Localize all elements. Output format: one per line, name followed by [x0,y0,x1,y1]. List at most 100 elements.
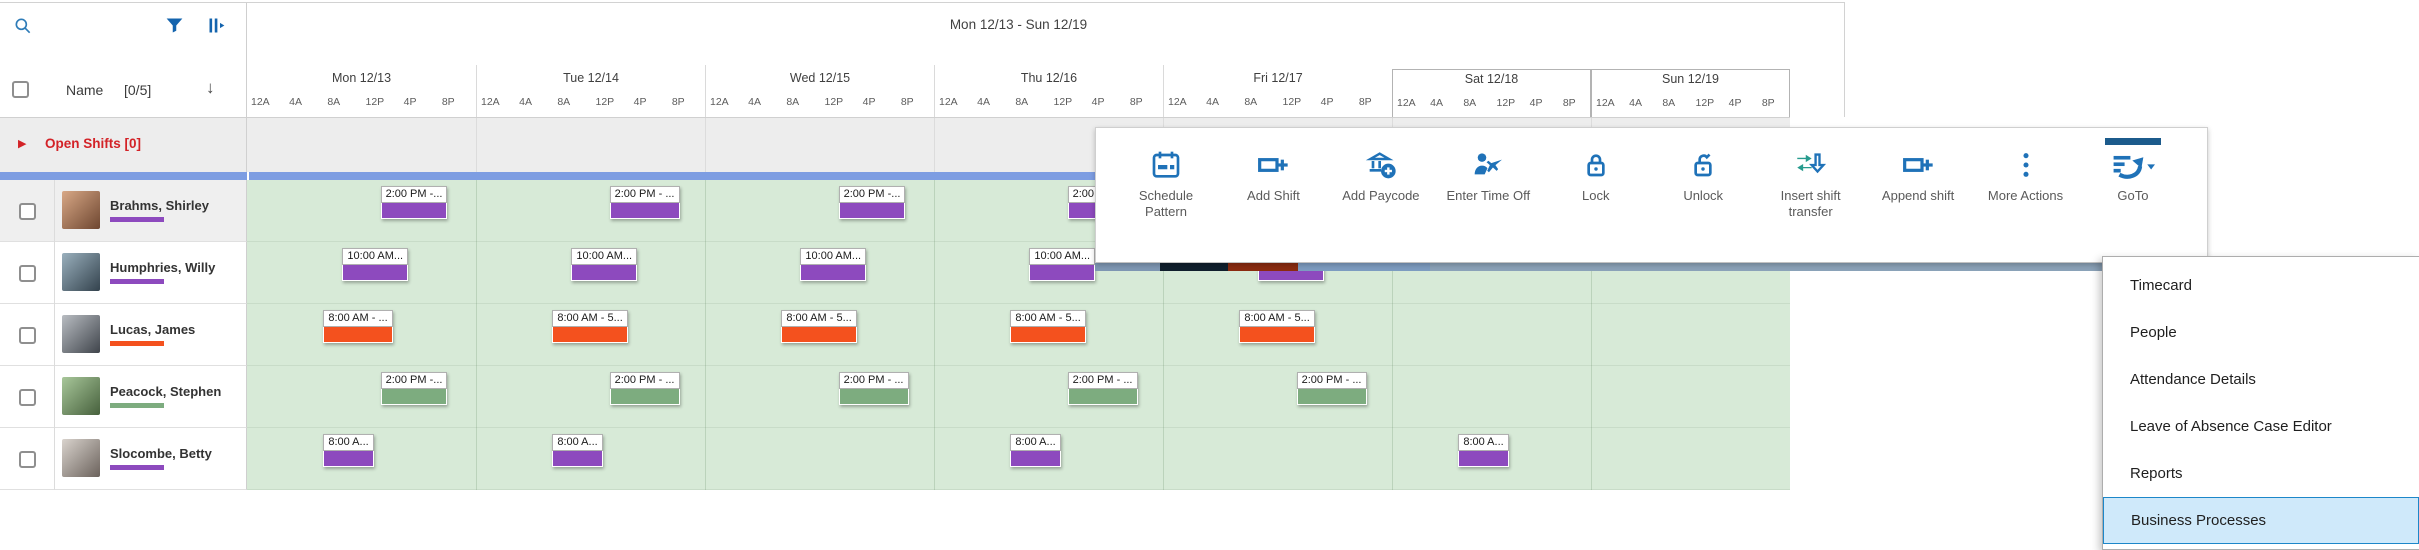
schedule-cell[interactable] [476,304,705,366]
shift-bar [1458,451,1509,467]
shift-block[interactable]: 2:00 PM - ... [1067,372,1138,405]
shift-time-label: 8:00 A... [1010,434,1061,451]
schedule-cell[interactable] [1591,304,1790,366]
schedule-cell[interactable] [1163,304,1392,366]
shift-time-label: 8:00 AM - ... [323,310,393,327]
expand-arrow-icon[interactable]: ▶ [18,138,27,150]
checkbox-cell [0,242,55,304]
shift-block[interactable]: 2:00 PM -... [380,372,448,405]
toolbar-button-goto[interactable]: GoTo [2083,134,2183,204]
selected-indicator [1353,138,1409,145]
schedule-cell[interactable] [705,304,934,366]
menu-item-people[interactable]: People [2130,324,2177,341]
schedule-cell[interactable] [1163,366,1392,428]
shift-block[interactable]: 8:00 AM - 5... [1010,310,1086,343]
people-panel-header: Name [0/5] ↓ [0,3,247,118]
schedule-cell[interactable] [476,428,705,490]
menu-item-timecard[interactable]: Timecard [2130,277,2192,294]
schedule-cell[interactable] [705,428,934,490]
sort-descending-icon[interactable]: ↓ [206,78,215,97]
shift-block[interactable]: 10:00 AM... [800,248,867,281]
shift-bar [781,327,857,343]
schedule-cell[interactable] [1392,428,1591,490]
shift-block[interactable]: 8:00 A... [323,434,374,467]
toolbar-button-add-shift[interactable]: Add Shift [1223,134,1323,204]
row-checkbox[interactable] [18,326,36,344]
schedule-cell[interactable] [476,242,705,304]
schedule-cell[interactable] [1392,304,1591,366]
menu-item-reports[interactable]: Reports [2130,465,2183,482]
schedule-cell[interactable] [1392,366,1591,428]
shift-block[interactable]: 8:00 A... [552,434,603,467]
shift-time-label: 8:00 AM - 5... [1010,310,1086,327]
hour-tick-label: 8A [1244,96,1258,108]
open-shift-cell[interactable] [705,118,934,173]
schedule-cell[interactable] [1591,428,1790,490]
open-shift-cell[interactable] [476,118,705,173]
shift-time-label: 2:00 PM -... [380,186,448,203]
row-checkbox[interactable] [18,202,36,220]
employee-color-bar [110,279,164,284]
schedule-cell[interactable] [1163,428,1392,490]
shift-block[interactable]: 2:00 PM - ... [609,372,680,405]
shift-block[interactable]: 10:00 AM... [571,248,638,281]
shift-block[interactable]: 8:00 AM - 5... [552,310,628,343]
shift-block[interactable]: 8:00 AM - 5... [1239,310,1315,343]
hour-tick-label: 8P [1358,96,1372,108]
toolbar-button-schedule-pattern[interactable]: Schedule Pattern [1116,134,1216,220]
schedule-cell[interactable] [476,180,705,242]
shift-block[interactable]: 8:00 AM - 5... [781,310,857,343]
open-shifts-row-header[interactable]: ▶ Open Shifts [0] [0,118,247,173]
schedule-cell[interactable] [705,242,934,304]
toolbar-button-lock[interactable]: Lock [1546,134,1646,204]
search-icon[interactable] [12,15,34,37]
toolbar-button-add-paycode[interactable]: Add Paycode [1331,134,1431,204]
schedule-cell[interactable] [705,180,934,242]
filter-icon[interactable] [163,14,185,36]
schedule-cell[interactable] [934,304,1163,366]
row-checkbox[interactable] [18,388,36,406]
row-checkbox[interactable] [18,450,36,468]
menu-item-business-processes[interactable]: Business Processes [2103,497,2419,544]
shift-block[interactable]: 10:00 AM... [1029,248,1096,281]
schedule-cell[interactable] [934,428,1163,490]
shift-block[interactable]: 8:00 A... [1010,434,1061,467]
shift-block[interactable]: 2:00 PM - ... [1296,372,1367,405]
selected-indicator [1138,138,1194,145]
shift-block[interactable]: 2:00 PM -... [380,186,448,219]
toolbar-button-enter-time-off[interactable]: Enter Time Off [1438,134,1538,204]
schedule-cell[interactable] [1392,242,1591,304]
row-checkbox[interactable] [18,264,36,282]
toolbar-button-unlock[interactable]: Unlock [1653,134,1753,204]
toolbar-button-more-actions[interactable]: More Actions [1976,134,2076,204]
column-selector-icon[interactable] [205,14,227,36]
open-shift-cell[interactable] [934,118,1163,173]
schedule-cell[interactable] [934,242,1163,304]
menu-item-attendance-details[interactable]: Attendance Details [2130,371,2256,388]
shift-block[interactable]: 8:00 A... [1458,434,1509,467]
hour-tick-label: 8A [557,96,571,108]
shift-block[interactable]: 2:00 PM - ... [609,186,680,219]
hour-tick-label: 12A [1596,97,1615,109]
schedule-cell[interactable] [934,180,1163,242]
shift-block[interactable]: 8:00 AM - ... [323,310,393,343]
select-all-checkbox[interactable] [12,81,29,98]
schedule-cell[interactable] [934,366,1163,428]
schedule-cell[interactable] [476,366,705,428]
shift-block[interactable]: 10:00 AM... [342,248,409,281]
shift-time-label: 8:00 AM - 5... [552,310,628,327]
toolbar-button-insert-shift-transfer[interactable]: Insert shift transfer [1761,134,1861,220]
shift-block[interactable]: 2:00 PM -... [838,186,906,219]
menu-item-leave-of-absence-case-editor[interactable]: Leave of Absence Case Editor [2130,418,2332,435]
shift-block[interactable]: 2:00 PM - ... [838,372,909,405]
schedule-cell[interactable] [705,366,934,428]
toolbar-button-append-shift[interactable]: Append shift [1868,134,1968,204]
schedule-cell[interactable] [1163,242,1392,304]
schedule-cell[interactable] [1591,242,1790,304]
schedule-cell[interactable] [1591,366,1790,428]
